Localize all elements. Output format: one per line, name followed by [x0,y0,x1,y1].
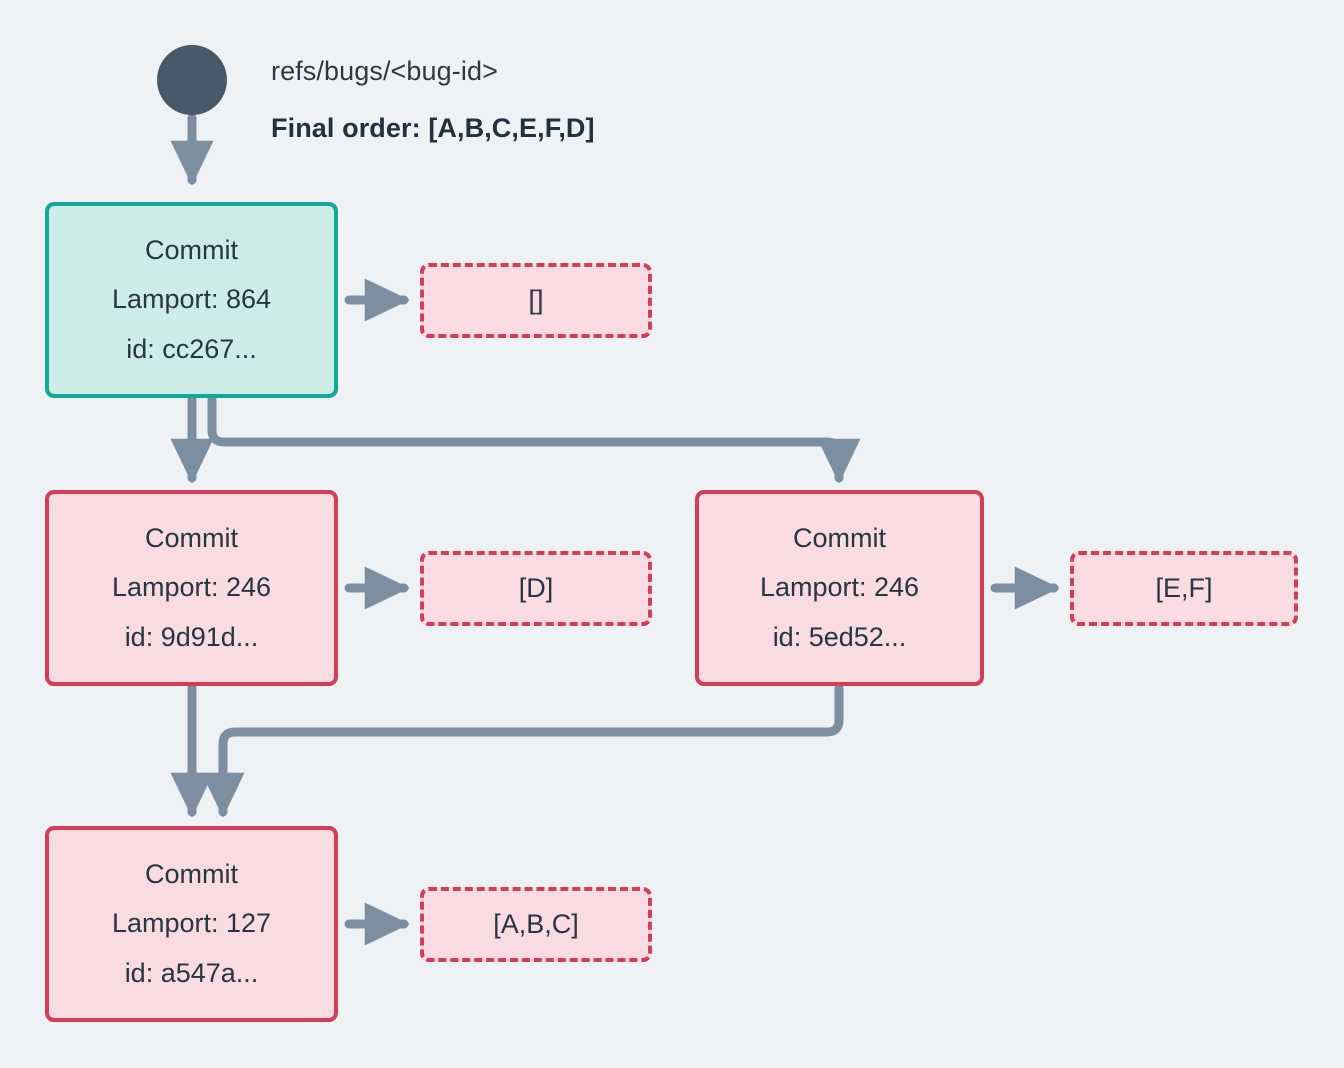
commit-node-left-mid[interactable]: Commit Lamport: 246 id: 9d91d... [45,490,338,686]
commit-node-head[interactable]: Commit Lamport: 864 id: cc267... [45,202,338,398]
commit-lamport: Lamport: 246 [759,572,920,603]
ref-path-label: refs/bugs/<bug-id> [271,56,498,86]
commit-lamport: Lamport: 246 [111,572,272,603]
commit-lamport: Lamport: 864 [111,284,272,315]
ops-node-base[interactable]: [A,B,C] [420,887,652,962]
commit-title: Commit [793,523,886,554]
final-order-label: Final order: [A,B,C,E,F,D] [271,113,595,143]
commit-node-right-mid[interactable]: Commit Lamport: 246 id: 5ed52... [695,490,984,686]
edge-head-to-right-mid [207,395,861,484]
commit-hash: id: 5ed52... [772,621,907,652]
commit-hash: id: cc267... [126,333,257,364]
edge-right-mid-to-base [201,683,844,818]
commit-hash: id: 9d91d... [124,621,259,652]
commit-title: Commit [145,523,238,554]
root-commit-dot [157,45,227,115]
commit-title: Commit [145,859,238,890]
ops-node-left-mid[interactable]: [D] [420,551,652,626]
commit-node-base[interactable]: Commit Lamport: 127 id: a547a... [45,826,338,1022]
commit-hash: id: a547a... [124,957,259,988]
ops-node-right-mid[interactable]: [E,F] [1070,551,1298,626]
commit-title: Commit [145,235,238,266]
commit-lamport: Lamport: 127 [111,908,272,939]
ops-node-head[interactable]: [] [420,263,652,338]
